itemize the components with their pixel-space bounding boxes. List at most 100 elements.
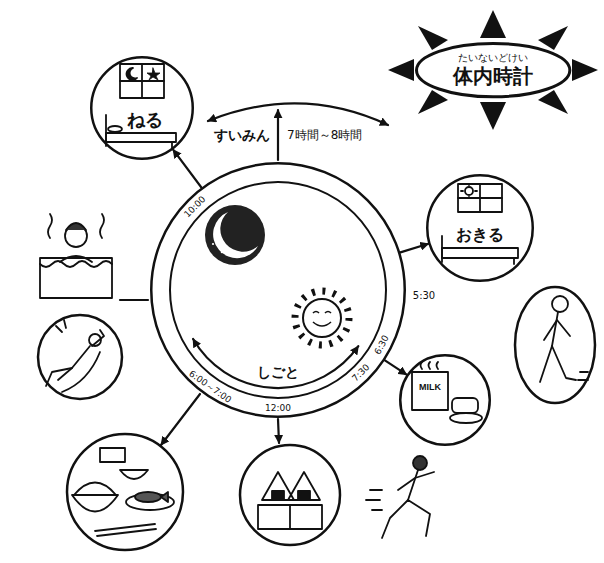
- bed: [442, 248, 518, 258]
- legs: [382, 500, 430, 538]
- body: [46, 346, 90, 386]
- lunch-picture: [240, 445, 340, 545]
- outline-ellipse: [427, 175, 533, 281]
- moon-icon: [127, 68, 137, 80]
- seaweed: [272, 491, 284, 500]
- window-frame: [458, 197, 502, 199]
- dessert-box: [100, 448, 125, 462]
- duration-label: 7時間～8時間: [287, 128, 362, 142]
- run-picture: [366, 456, 434, 538]
- connector: [173, 150, 201, 188]
- sun: [295, 291, 349, 345]
- connector-line: [173, 150, 201, 188]
- head: [552, 296, 568, 312]
- outline-ellipse: [416, 43, 569, 96]
- scene-circle: おきる: [426, 174, 534, 282]
- pointer-arrow: [277, 110, 279, 160]
- outline-ellipse: [91, 57, 193, 159]
- picture-frame: [38, 315, 122, 399]
- arms: [544, 320, 570, 340]
- water: [40, 261, 112, 267]
- shape-outline: [150, 162, 406, 418]
- wake-picture: [442, 184, 518, 264]
- speed-lines: [366, 490, 382, 510]
- steam: [48, 214, 104, 238]
- bread: [452, 398, 478, 413]
- outline-ellipse: [151, 163, 405, 417]
- shape-outline: [399, 354, 491, 446]
- sun-face: [303, 299, 341, 337]
- ray: [572, 59, 598, 81]
- seaweed: [298, 491, 310, 500]
- relax-picture: [38, 315, 122, 399]
- motion-mark: [56, 320, 66, 332]
- window: [458, 184, 502, 212]
- text-group: たいないどけい体内時計: [415, 52, 571, 88]
- sun-icon: [465, 187, 473, 195]
- sun-icon-rays: [461, 185, 477, 198]
- rice-ball: [262, 472, 294, 500]
- star: [215, 227, 218, 230]
- connector: [400, 244, 428, 253]
- rice-bowl: [72, 495, 118, 512]
- ray: [480, 10, 506, 38]
- milk-glass: [412, 372, 448, 410]
- body: [552, 312, 558, 346]
- steam: [421, 362, 439, 369]
- label-anchor: 12:00: [265, 403, 291, 414]
- ray: [418, 90, 448, 114]
- fish: [135, 492, 161, 502]
- bed: [106, 133, 176, 142]
- label-anchor: 5:30: [413, 290, 435, 302]
- bathtub: [40, 258, 112, 298]
- scene-circle: ねる: [90, 56, 194, 160]
- text-group: MILK: [384, 382, 476, 393]
- leg: [58, 368, 72, 380]
- time-label: 10:00: [182, 194, 208, 220]
- picture-frame: [67, 434, 183, 550]
- star-icon: [147, 68, 160, 80]
- rice-ball: [288, 472, 320, 500]
- text-group: ねる: [93, 109, 197, 131]
- scene-label: おきる: [456, 225, 504, 244]
- clock-ring: しごと: [150, 162, 406, 418]
- ray: [538, 26, 568, 50]
- legs: [540, 346, 576, 382]
- picture-frame: [515, 287, 595, 403]
- label-anchor: 10:00: [182, 194, 208, 220]
- title-rays: [388, 10, 598, 130]
- body: [408, 470, 418, 500]
- ray: [480, 102, 506, 130]
- ray: [538, 90, 568, 114]
- scene-label: ねる: [127, 109, 163, 131]
- label-anchor: 7時間～8時間: [287, 128, 362, 142]
- moon: [205, 205, 265, 265]
- lunch-box: [258, 505, 322, 529]
- title-text: たいないどけい: [458, 52, 528, 64]
- outline-ellipse: [400, 355, 490, 445]
- title-text: 体内時計: [453, 64, 533, 88]
- plate: [450, 413, 482, 423]
- bath-picture: [40, 214, 112, 298]
- breakfast-picture: [412, 362, 482, 423]
- period-label: すいみん: [214, 127, 270, 144]
- window-frame: [120, 80, 164, 82]
- dinner-picture: [67, 434, 183, 550]
- cushion: [62, 352, 100, 392]
- shape-outline: [90, 56, 194, 160]
- connector: [385, 360, 407, 374]
- hair: [66, 223, 86, 230]
- sun-smile: [313, 312, 331, 327]
- bed-leg: [513, 258, 515, 264]
- head: [413, 456, 427, 470]
- rice: [74, 483, 116, 496]
- window: [120, 64, 164, 98]
- arm: [92, 330, 104, 346]
- box-divider: [289, 505, 291, 529]
- time-label: 5:30: [413, 290, 435, 302]
- star: [221, 251, 224, 254]
- period-label: しごと: [257, 364, 299, 381]
- crescent: [213, 212, 258, 258]
- star: [212, 243, 214, 245]
